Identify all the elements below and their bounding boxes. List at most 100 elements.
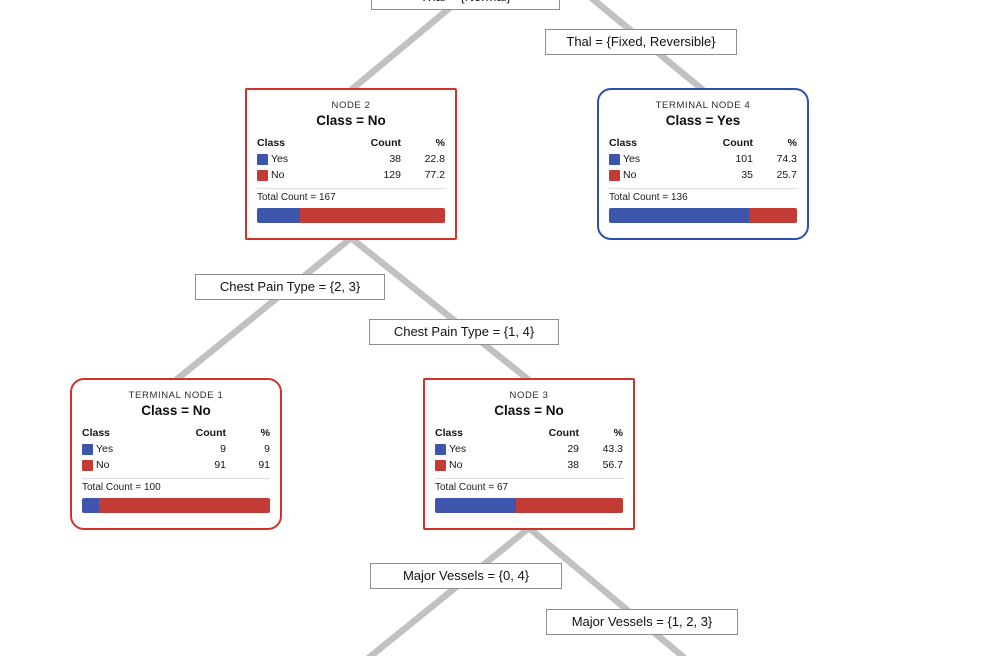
table-row-no: No 129 77.2 (257, 169, 445, 181)
row-pct: 56.7 (602, 459, 623, 471)
edge-label-major-vessels-0-4: Major Vessels = {0, 4} (370, 563, 562, 589)
table-header-pct: % (787, 137, 797, 149)
table-header-class: Class (257, 137, 286, 149)
distribution-bar (257, 208, 445, 223)
bar-segment-no (299, 208, 445, 223)
node-class-label: Class = No (141, 403, 211, 418)
node-class-label: Class = No (494, 403, 564, 418)
terminal-node-4-card[interactable]: TERMINAL NODE 4 Class = Yes Class Count … (597, 88, 809, 240)
table-header-class: Class (609, 137, 638, 149)
edge-line-node3-right-child (526, 525, 688, 656)
row-pct: 43.3 (602, 443, 623, 455)
yes-legend-swatch (82, 443, 93, 455)
node-title: NODE 3 (509, 390, 549, 401)
bar-segment-yes (257, 208, 300, 223)
row-pct: 9 (264, 443, 270, 455)
row-pct: 91 (258, 459, 270, 471)
edge-line-node2-to-node3 (348, 235, 532, 383)
edge-line-node3-left-child (365, 525, 532, 656)
table-row-yes: Yes 38 22.8 (257, 153, 445, 165)
row-count: 91 (214, 459, 226, 471)
table-header-pct: % (435, 137, 445, 149)
bar-segment-no (98, 498, 270, 513)
row-count: 101 (735, 153, 753, 165)
row-count: 29 (567, 443, 579, 455)
table-header-row: Class Count % (82, 427, 270, 439)
node-stats-table: Class Count % Yes 38 22.8 No 129 77.2 (257, 137, 445, 181)
no-legend-swatch (609, 169, 620, 181)
bar-segment-yes (435, 498, 517, 513)
total-count-label: Total Count = 67 (435, 482, 509, 493)
node-title: TERMINAL NODE 4 (655, 100, 751, 111)
table-row-yes: Yes 29 43.3 (435, 443, 623, 455)
table-divider (82, 478, 270, 479)
yes-legend-swatch (257, 153, 268, 165)
node-class-label: Class = Yes (665, 113, 741, 128)
table-header-row: Class Count % (257, 137, 445, 149)
total-count-label: Total Count = 100 (82, 482, 161, 493)
node-stats-table: Class Count % Yes 29 43.3 No 38 56.7 (435, 427, 623, 471)
table-header-count: Count (370, 137, 401, 149)
bar-segment-yes (82, 498, 99, 513)
table-header-class: Class (435, 427, 464, 439)
row-count: 9 (220, 443, 226, 455)
row-count: 129 (383, 169, 401, 181)
table-header-class: Class (82, 427, 111, 439)
row-count: 38 (389, 153, 401, 165)
table-row-no: No 35 25.7 (609, 169, 797, 181)
edge-label-thal-normal: Thal = {Normal} (371, 0, 560, 10)
table-row-yes: Yes 101 74.3 (609, 153, 797, 165)
node-stats-table: Class Count % Yes 101 74.3 No 35 25.7 (609, 137, 797, 181)
total-count-label: Total Count = 167 (257, 192, 336, 203)
table-header-pct: % (613, 427, 623, 439)
row-label: No (96, 459, 110, 471)
edge-label-chest-pain-1-4: Chest Pain Type = {1, 4} (369, 319, 559, 345)
table-header-row: Class Count % (435, 427, 623, 439)
table-header-row: Class Count % (609, 137, 797, 149)
table-header-pct: % (260, 427, 270, 439)
bar-segment-no (516, 498, 623, 513)
node-class-label: Class = No (316, 113, 386, 128)
table-header-count: Count (195, 427, 226, 439)
edge-label-chest-pain-2-3: Chest Pain Type = {2, 3} (195, 274, 385, 300)
row-label: No (271, 169, 285, 181)
row-label: Yes (96, 443, 114, 455)
table-header-count: Count (722, 137, 753, 149)
bar-segment-no (748, 208, 797, 223)
row-count: 35 (741, 169, 753, 181)
row-pct: 74.3 (776, 153, 797, 165)
yes-legend-swatch (435, 443, 446, 455)
node-2-card[interactable]: NODE 2 Class = No Class Count % Yes 38 2… (245, 88, 457, 240)
edge-label-major-vessels-1-2-3: Major Vessels = {1, 2, 3} (546, 609, 738, 635)
distribution-bar (609, 208, 797, 223)
node-title: NODE 2 (331, 100, 371, 111)
total-count-label: Total Count = 136 (609, 192, 688, 203)
edge-label-thal-fixed-reversible: Thal = {Fixed, Reversible} (545, 29, 737, 55)
edge-line-root-to-node2 (348, 3, 455, 93)
row-count: 38 (567, 459, 579, 471)
table-row-yes: Yes 9 9 (82, 443, 270, 455)
row-label: Yes (271, 153, 289, 165)
node-stats-table: Class Count % Yes 9 9 No 91 91 (82, 427, 270, 471)
yes-legend-swatch (609, 153, 620, 165)
terminal-node-1-card[interactable]: TERMINAL NODE 1 Class = No Class Count %… (70, 378, 282, 530)
row-pct: 77.2 (424, 169, 445, 181)
row-label: Yes (623, 153, 641, 165)
table-divider (609, 188, 797, 189)
no-legend-swatch (82, 459, 93, 471)
row-label: No (449, 459, 463, 471)
no-legend-swatch (257, 169, 268, 181)
row-pct: 22.8 (424, 153, 445, 165)
bar-segment-yes (609, 208, 749, 223)
row-label: No (623, 169, 637, 181)
distribution-bar (82, 498, 270, 513)
node-title: TERMINAL NODE 1 (128, 390, 224, 401)
table-row-no: No 91 91 (82, 459, 270, 471)
no-legend-swatch (435, 459, 446, 471)
node-3-card[interactable]: NODE 3 Class = No Class Count % Yes 29 4… (423, 378, 635, 530)
table-divider (435, 478, 623, 479)
table-divider (257, 188, 445, 189)
distribution-bar (435, 498, 623, 513)
